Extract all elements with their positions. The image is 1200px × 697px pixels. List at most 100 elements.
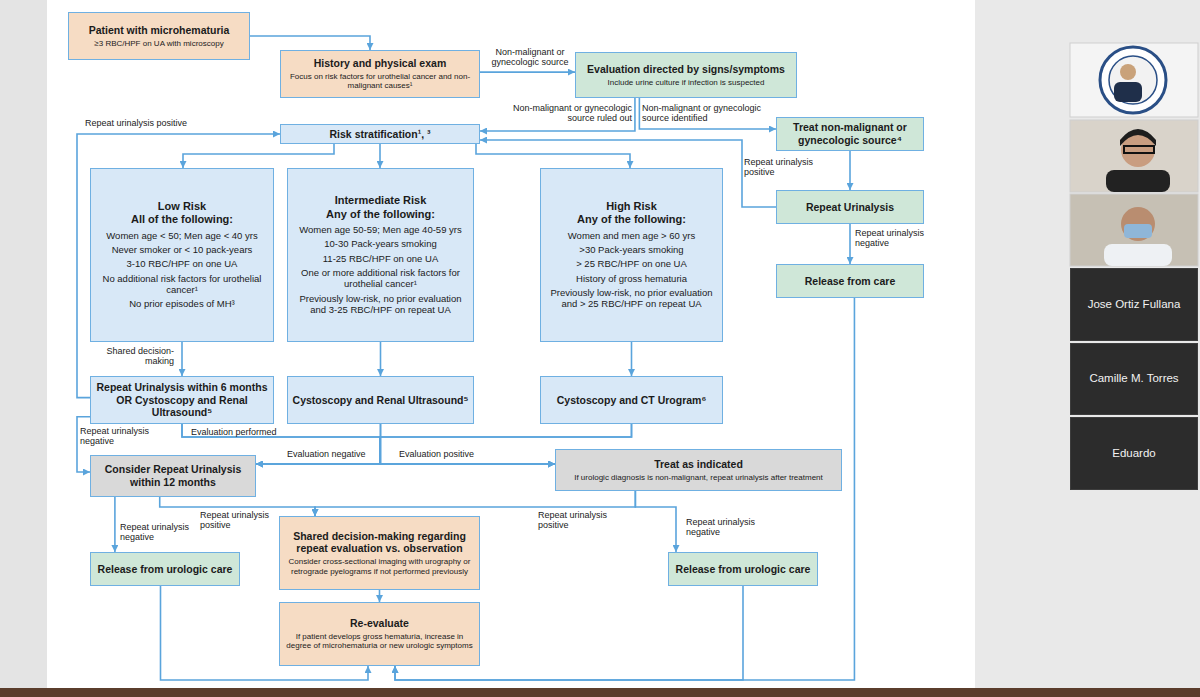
edge-label: Shared decision-making bbox=[100, 346, 174, 367]
node-text: Risk stratification¹, ³ bbox=[330, 128, 431, 141]
connector bbox=[77, 134, 280, 398]
connector bbox=[381, 424, 556, 464]
connector bbox=[250, 36, 370, 50]
connector bbox=[379, 144, 381, 168]
node-text: If patient develops gross hematuria, inc… bbox=[284, 632, 475, 651]
process-box: Cystoscopy and Renal Ultrasound⁵ bbox=[287, 376, 474, 424]
process-box: High RiskAny of the following: Women and … bbox=[540, 168, 723, 342]
person-hair bbox=[1120, 129, 1156, 146]
edge-label: Repeat urinalysis positive bbox=[200, 510, 280, 531]
connector bbox=[631, 342, 633, 376]
connector bbox=[849, 224, 851, 264]
person-head bbox=[1121, 207, 1155, 241]
edge-label: Non-malignant or gynecologic source iden… bbox=[642, 103, 782, 124]
node-text: No additional risk factors for urothelia… bbox=[95, 273, 269, 296]
process-box: Treat non-malignant or gynecologic sourc… bbox=[776, 117, 924, 151]
glasses bbox=[1124, 146, 1154, 153]
process-box: Treat as indicated If urologic diagnosis … bbox=[555, 449, 842, 491]
node-text: Previously low-risk, no prior evaluation… bbox=[545, 287, 718, 310]
connector bbox=[849, 151, 851, 190]
node-text: 10-30 Pack-years smoking bbox=[324, 238, 436, 249]
participant-name: Camille M. Torres bbox=[1089, 372, 1178, 386]
video-tile bbox=[1070, 194, 1198, 266]
connector bbox=[480, 98, 635, 131]
node-text: > 25 RBC/HPF on one UA bbox=[576, 258, 687, 269]
node-text: Release from urologic care bbox=[676, 563, 811, 576]
connector-group bbox=[77, 36, 854, 680]
video-tile bbox=[1070, 120, 1198, 192]
node-text: Cystoscopy and Renal Ultrasound⁵ bbox=[293, 394, 469, 407]
node-text: Consider cross-sectional imaging with ur… bbox=[284, 557, 475, 576]
process-box: Risk stratification¹, ³ bbox=[280, 124, 480, 144]
edge-label: Non-malignant or gynecologic source rule… bbox=[498, 103, 632, 124]
sidebar-area bbox=[975, 0, 1200, 688]
node-text: All of the following: bbox=[131, 213, 233, 226]
node-text: Any of the following: bbox=[577, 213, 686, 226]
process-box: Release from urologic care bbox=[668, 552, 818, 586]
node-text: ≥3 RBC/HPF on UA with microscopy bbox=[94, 39, 223, 49]
edge-label: Repeat urinalysis positive bbox=[538, 510, 614, 531]
process-box: Shared decision-making regarding repeat … bbox=[279, 516, 480, 590]
node-text: Women and men age > 60 yrs bbox=[568, 230, 695, 241]
process-box: Evaluation directed by signs/symptomsInc… bbox=[575, 52, 797, 98]
edge-label: Repeat urinalysis positive bbox=[85, 118, 205, 128]
process-box: Low RiskAll of the following: Women age <… bbox=[90, 168, 274, 342]
participant-tile: Camille M. Torres bbox=[1070, 343, 1198, 415]
node-text: Repeat Urinalysis bbox=[806, 201, 894, 214]
node-text: Women age < 50; Men age < 40 yrs bbox=[106, 230, 257, 241]
edge-label: Non-malignant or gynecologic source bbox=[484, 47, 576, 68]
node-text: Treat non-malignant or gynecologic sourc… bbox=[781, 121, 919, 146]
process-box: Consider Repeat Urinalysis within 12 mon… bbox=[90, 455, 256, 497]
node-text: History of gross hematuria bbox=[576, 273, 687, 284]
connector bbox=[183, 144, 334, 168]
connector bbox=[476, 144, 630, 168]
node-text: Previously low-risk, no prior evaluation… bbox=[292, 293, 469, 316]
node-text: Low Risk bbox=[158, 200, 206, 213]
person-body bbox=[1106, 170, 1170, 192]
node-text: Focus on risk factors for urothelial can… bbox=[285, 72, 475, 91]
node-text: Include urine culture if infection is su… bbox=[608, 78, 765, 88]
connector bbox=[635, 491, 676, 552]
connector bbox=[181, 342, 183, 376]
seal-logo bbox=[1109, 56, 1157, 104]
node-text: Patient with microhematuria bbox=[89, 24, 230, 37]
bottom-strip bbox=[0, 688, 1200, 697]
slide-area bbox=[47, 0, 975, 688]
connector bbox=[380, 342, 382, 376]
participant-name: Eduardo bbox=[1112, 447, 1155, 461]
node-text: Never smoker or < 10 pack-years bbox=[112, 244, 253, 255]
edge-label: Repeat urinalysis negative bbox=[855, 228, 927, 249]
node-text: History and physical exam bbox=[314, 57, 446, 70]
process-box: Release from care bbox=[776, 264, 924, 298]
node-text: 11-25 RBC/HPF on one UA bbox=[323, 253, 438, 264]
edge-label: Repeat urinalysis positive bbox=[744, 157, 814, 178]
person-body bbox=[1114, 82, 1142, 102]
node-text: If urologic diagnosis is non-malignant, … bbox=[574, 473, 823, 483]
process-box: Repeat Urinalysis bbox=[776, 190, 924, 224]
seal-logo bbox=[1100, 47, 1166, 113]
node-text: Evaluation directed by signs/symptoms bbox=[587, 63, 785, 76]
node-text: Consider Repeat Urinalysis within 12 mon… bbox=[95, 463, 251, 488]
face-mask bbox=[1124, 224, 1152, 238]
process-box: Intermediate RiskAny of the following:Wo… bbox=[287, 168, 474, 342]
node-text: >30 Pack-years smoking bbox=[579, 244, 683, 255]
node-text: Shared decision-making regarding repeat … bbox=[284, 530, 475, 555]
node-text: High Risk bbox=[606, 200, 657, 213]
node-text: One or more additional risk factors for … bbox=[292, 267, 469, 290]
participant-name: Jose Ortiz Fullana bbox=[1088, 298, 1181, 312]
participant-tile: Eduardo bbox=[1070, 417, 1198, 490]
process-box: Re-evaluate If patient develops gross hem… bbox=[279, 602, 480, 666]
edge-label: Evaluation positive bbox=[399, 449, 483, 459]
person-body bbox=[1104, 244, 1172, 266]
node-text: Treat as indicated bbox=[654, 458, 743, 471]
process-box: Release from urologic care bbox=[90, 552, 240, 586]
node-text: Women age 50-59; Men age 40-59 yrs bbox=[299, 224, 461, 235]
process-box: Repeat Urinalysis within 6 months OR Cys… bbox=[90, 376, 274, 424]
edge-label: Evaluation negative bbox=[287, 449, 371, 459]
edge-label: Repeat urinalysis negative bbox=[686, 517, 762, 538]
edge-label: Repeat urinalysis negative bbox=[120, 522, 192, 543]
connector bbox=[114, 497, 116, 552]
node-text: Re-evaluate bbox=[350, 617, 409, 630]
